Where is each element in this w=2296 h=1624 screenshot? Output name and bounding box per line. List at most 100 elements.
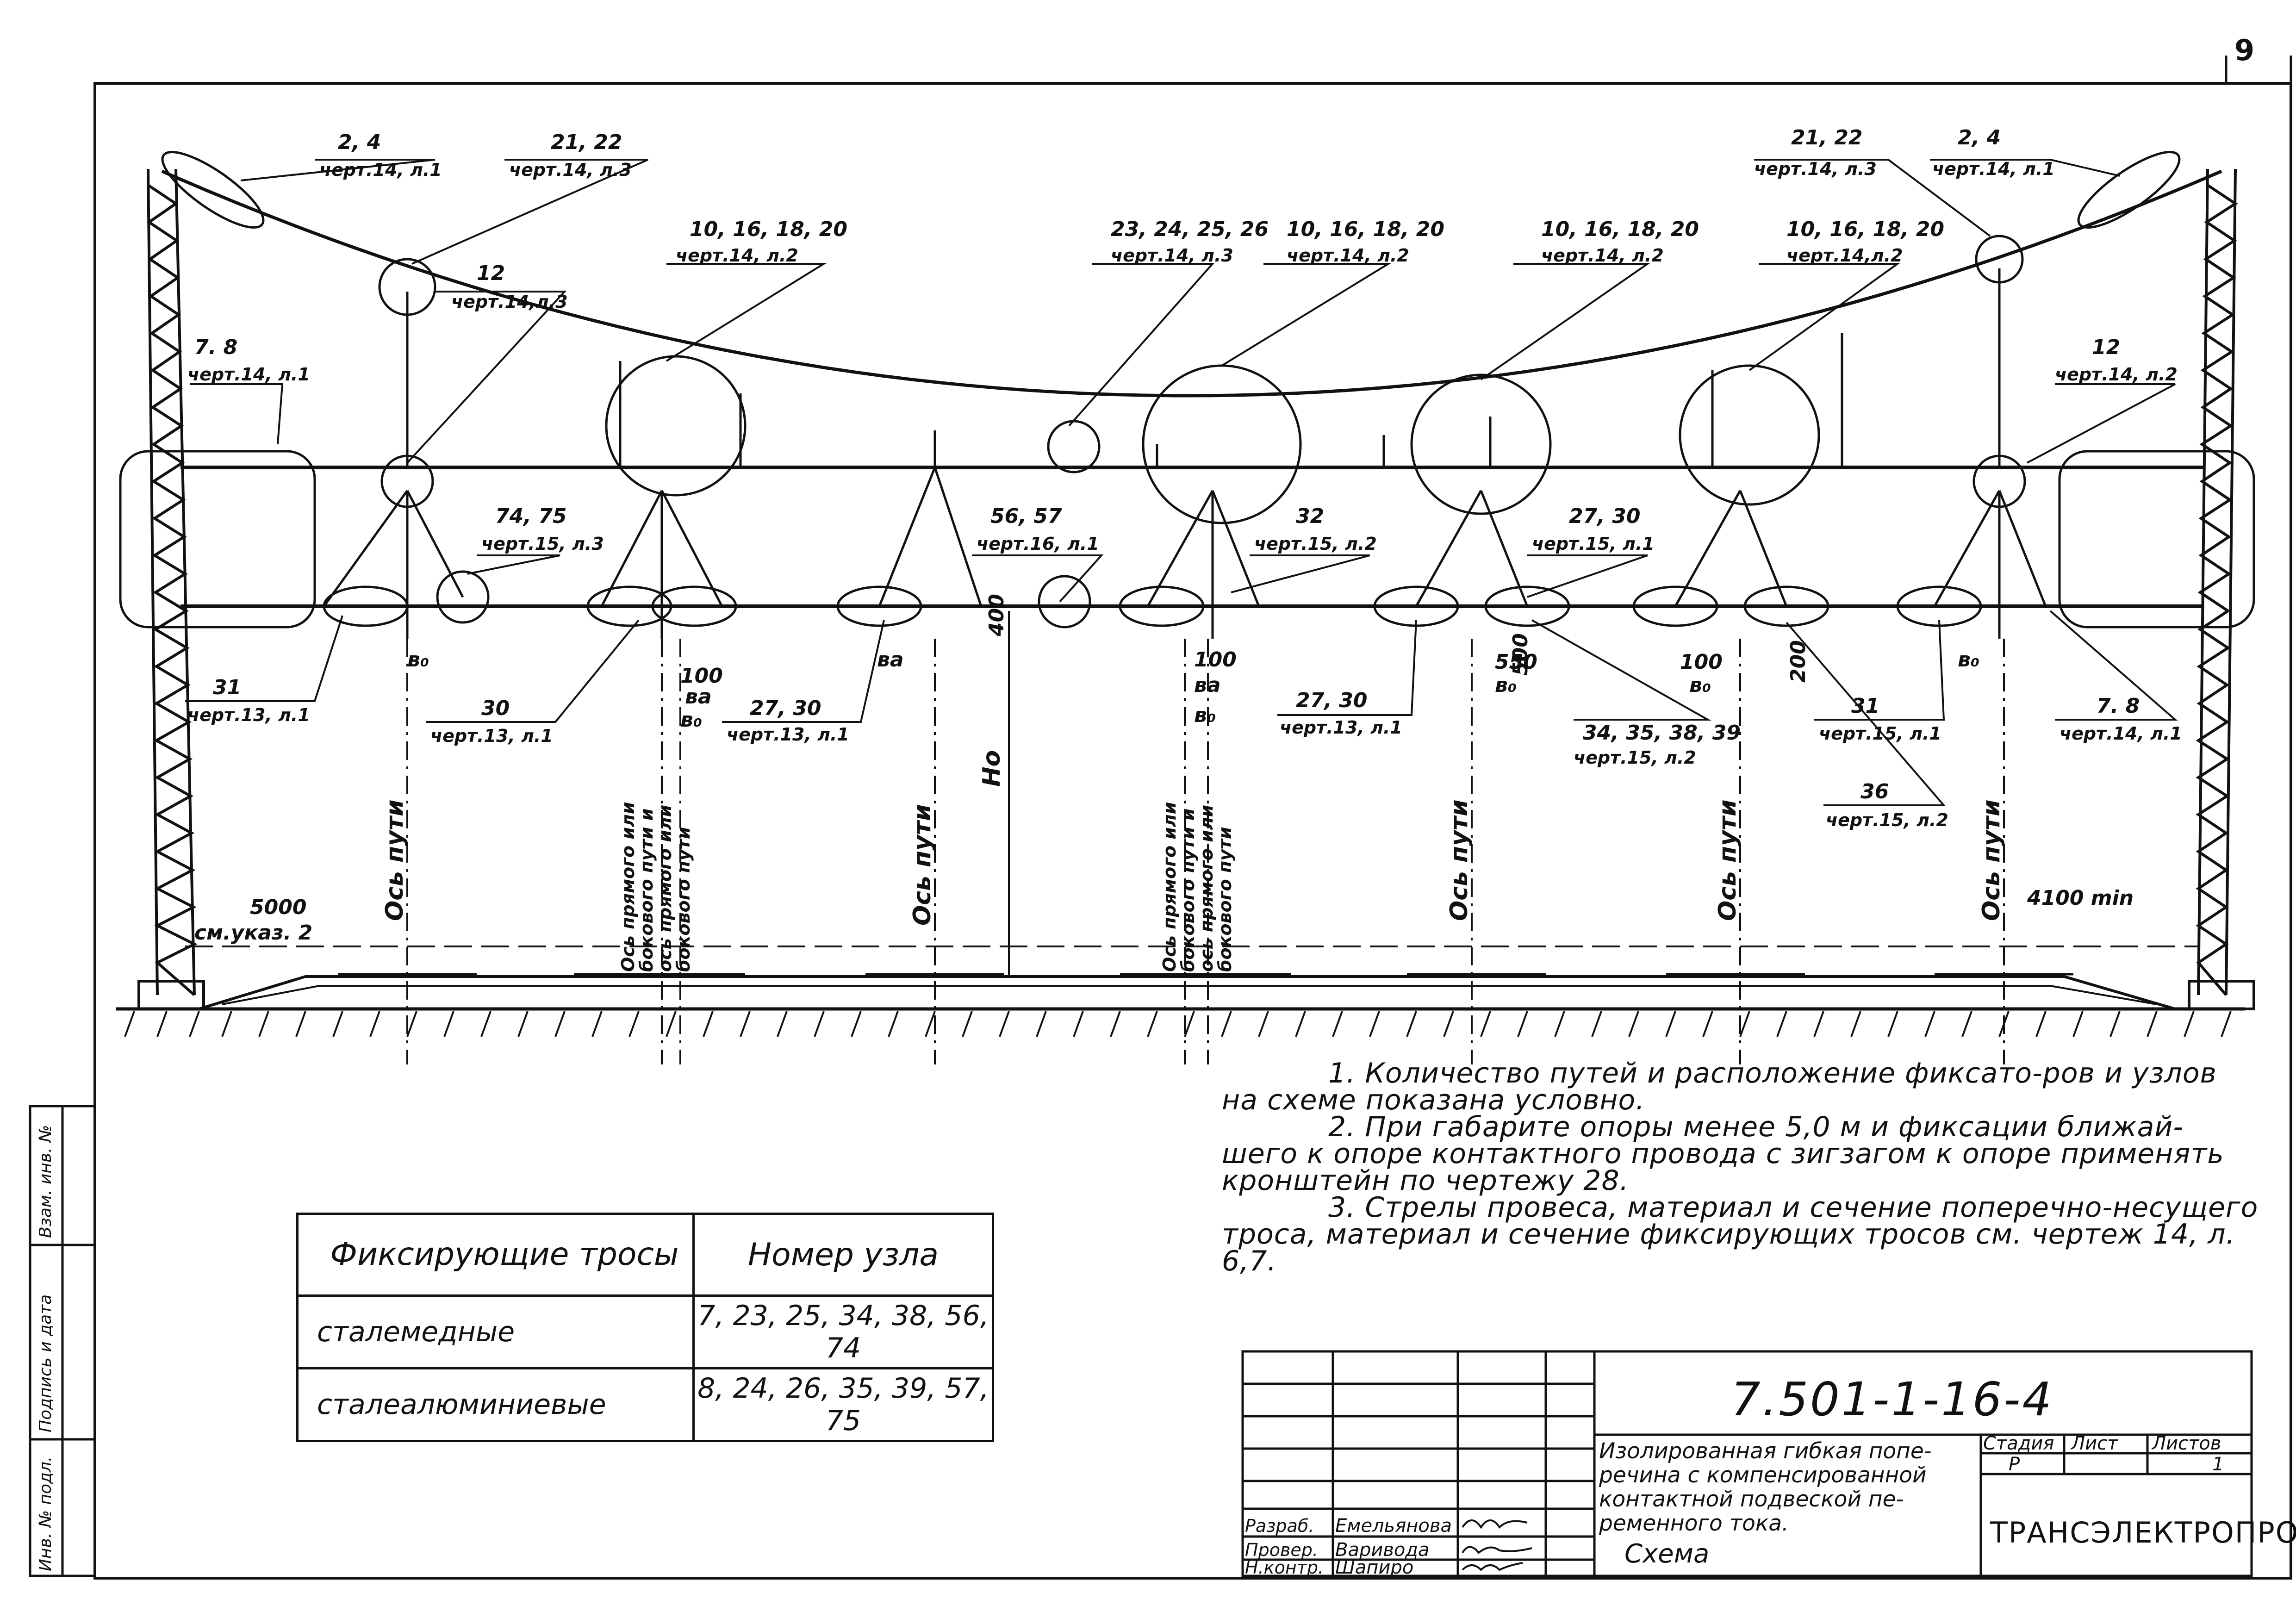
callout-num: 10, 16, 18, 20 xyxy=(1786,218,1944,241)
dim-ba: ва xyxy=(1194,673,1221,697)
straight-side-axis-label: бокового пути и xyxy=(1178,809,1198,972)
right-mast xyxy=(2188,168,2255,1010)
notes: 1. Количество путей и расположение фикса… xyxy=(1222,1057,2259,1277)
note-3: 3. Стрелы провеса, материал и сечение по… xyxy=(1222,1191,2259,1277)
dim-500: 500 xyxy=(1509,633,1532,676)
doc-description: Изолированная гибкая попе-речина с компе… xyxy=(1599,1438,1932,1536)
dim-5000: 5000 xyxy=(250,896,306,919)
callout-num: 56, 57 xyxy=(990,504,1062,528)
dim-ba: ва xyxy=(685,685,712,709)
callout-num: 27, 30 xyxy=(750,697,821,720)
role-checker: Провер. xyxy=(1245,1540,1318,1560)
cross-span-cable xyxy=(161,169,2222,398)
dim-b0: в₀ xyxy=(1689,673,1711,697)
name-checker: Варивода xyxy=(1335,1539,1430,1561)
dim-b0: в₀ xyxy=(1958,648,1979,672)
callout-num: 21, 22 xyxy=(1791,126,1863,149)
table-header: Фиксирующие тросы xyxy=(296,1213,695,1297)
sheets-value: 1 xyxy=(2212,1454,2224,1475)
fixing-cables-table: Фиксирующие тросы Номер узла сталемедные… xyxy=(296,1213,994,1442)
callout-num: 10, 16, 18, 20 xyxy=(690,218,847,241)
dim-100: 100 xyxy=(1680,650,1723,674)
dim-b0: в₀ xyxy=(407,648,429,672)
note-1: 1. Количество путей и расположение фикса… xyxy=(1222,1057,2217,1116)
table-header: Номер узла xyxy=(692,1213,994,1297)
stage-value: Р xyxy=(2009,1454,2020,1475)
callout-num: 32 xyxy=(1296,504,1324,528)
callout-num: 31 xyxy=(1851,694,1879,718)
role-developer: Разраб. xyxy=(1245,1516,1314,1536)
callout-num: 34, 35, 38, 39 xyxy=(1583,721,1741,745)
callout-ref: черт.15, л.3 xyxy=(481,534,604,554)
title-block xyxy=(1241,1350,2253,1577)
callout-num: 2, 4 xyxy=(338,131,381,154)
callout-ref: черт.14,л.3 xyxy=(451,292,568,312)
doc-code: 7.501-1-16-4 xyxy=(1731,1372,2054,1426)
sheets-header: Листов xyxy=(2151,1433,2221,1454)
dim-b0: в₀ xyxy=(1194,703,1216,727)
callout-ref: черт.13, л.1 xyxy=(187,705,310,725)
callout-num: 12 xyxy=(2092,336,2120,359)
stage-header: Стадия xyxy=(1983,1433,2054,1454)
dim-b0: в₀ xyxy=(1495,673,1517,697)
callout-ref: черт.14, л.1 xyxy=(187,364,310,385)
straight-side-axis-label: ось прямого или xyxy=(655,805,675,972)
callout-num: 31 xyxy=(213,676,241,699)
dim-400: 400 xyxy=(985,594,1008,637)
track-axis-label: Ось пути xyxy=(1445,800,1473,921)
dim-b0: в₀ xyxy=(680,708,702,732)
callout-ref: черт.14, л.3 xyxy=(509,160,632,180)
drawing-frame xyxy=(93,82,2292,1580)
dim-h0: Но xyxy=(978,750,1006,787)
dim-100: 100 xyxy=(680,664,723,688)
doc-kind: Схема xyxy=(1624,1539,1710,1569)
see-note-2: см.указ. 2 xyxy=(194,921,312,945)
callout-ref: черт.14, л.3 xyxy=(1754,159,1877,179)
signatures xyxy=(1462,1519,1532,1571)
table-cell: сталемедные xyxy=(296,1294,695,1369)
callout-ref: черт.14, л.2 xyxy=(1287,245,1409,266)
sheet-number: 9 xyxy=(2234,33,2255,67)
dim-ba: ва xyxy=(877,648,904,672)
callout-ref: черт.15, л.1 xyxy=(1532,534,1655,554)
callout-num: 27, 30 xyxy=(1296,689,1368,712)
callout-ref: черт.15, л.2 xyxy=(1574,747,1696,768)
straight-side-axis-label: бокового пути xyxy=(673,827,694,972)
callout-ref: черт.14, л.3 xyxy=(1111,245,1233,266)
callout-num: 10, 16, 18, 20 xyxy=(1287,218,1444,241)
callout-num: 21, 22 xyxy=(551,131,622,154)
table-row: сталеалюминиевые 8, 24, 26, 35, 39, 57, … xyxy=(296,1367,994,1442)
callout-ref: черт.14, л.1 xyxy=(2060,723,2182,744)
track-axis-label: Ось пути xyxy=(1978,800,2005,921)
callout-num: 23, 24, 25, 26 xyxy=(1111,218,1269,241)
callout-num: 12 xyxy=(477,261,505,285)
note-2: 2. При габарите опоры менее 5,0 м и фикс… xyxy=(1222,1111,2224,1197)
table-cell: 8, 24, 26, 35, 39, 57, 75 xyxy=(692,1367,994,1442)
callout-num: 2, 4 xyxy=(1958,126,2001,149)
callout-ref: черт.14, л.2 xyxy=(676,245,798,266)
callout-num: 7. 8 xyxy=(194,336,237,359)
callout-num: 27, 30 xyxy=(1569,504,1641,528)
role-norm-control: Н.контр. xyxy=(1245,1557,1324,1578)
dim-200: 200 xyxy=(1786,640,1810,683)
callout-num: 74, 75 xyxy=(495,504,567,528)
straight-side-axis-label: Ось прямого или xyxy=(618,802,638,972)
callout-ref: черт.14,л.2 xyxy=(1786,245,1903,266)
callout-num: 10, 16, 18, 20 xyxy=(1541,218,1699,241)
dim-4100: 4100 min xyxy=(2027,886,2134,910)
callout-ref: черт.15, л.1 xyxy=(1819,723,1941,744)
track-axis-label: Ось пути xyxy=(1714,800,1742,921)
sheet-header: Лист xyxy=(2070,1433,2119,1454)
callout-ref: черт.15, л.2 xyxy=(1826,810,1948,830)
callout-ref: черт.14, л.1 xyxy=(1932,159,2055,179)
straight-side-axis-label: ось прямого или xyxy=(1196,805,1217,972)
table-cell: 7, 23, 25, 34, 38, 56, 74 xyxy=(692,1294,994,1369)
side-label: Инв. № подл. xyxy=(36,1456,55,1571)
callout-ref: черт.13, л.1 xyxy=(430,726,553,746)
organization: ТРАНСЭЛЕКТРОПРОЕКТ xyxy=(1990,1516,2296,1549)
name-developer: Емельянова xyxy=(1335,1515,1452,1537)
side-label: Подпись и дата xyxy=(36,1294,55,1432)
track-axis-label: Ось пути xyxy=(908,804,936,926)
table-cell: сталеалюминиевые xyxy=(296,1367,695,1442)
